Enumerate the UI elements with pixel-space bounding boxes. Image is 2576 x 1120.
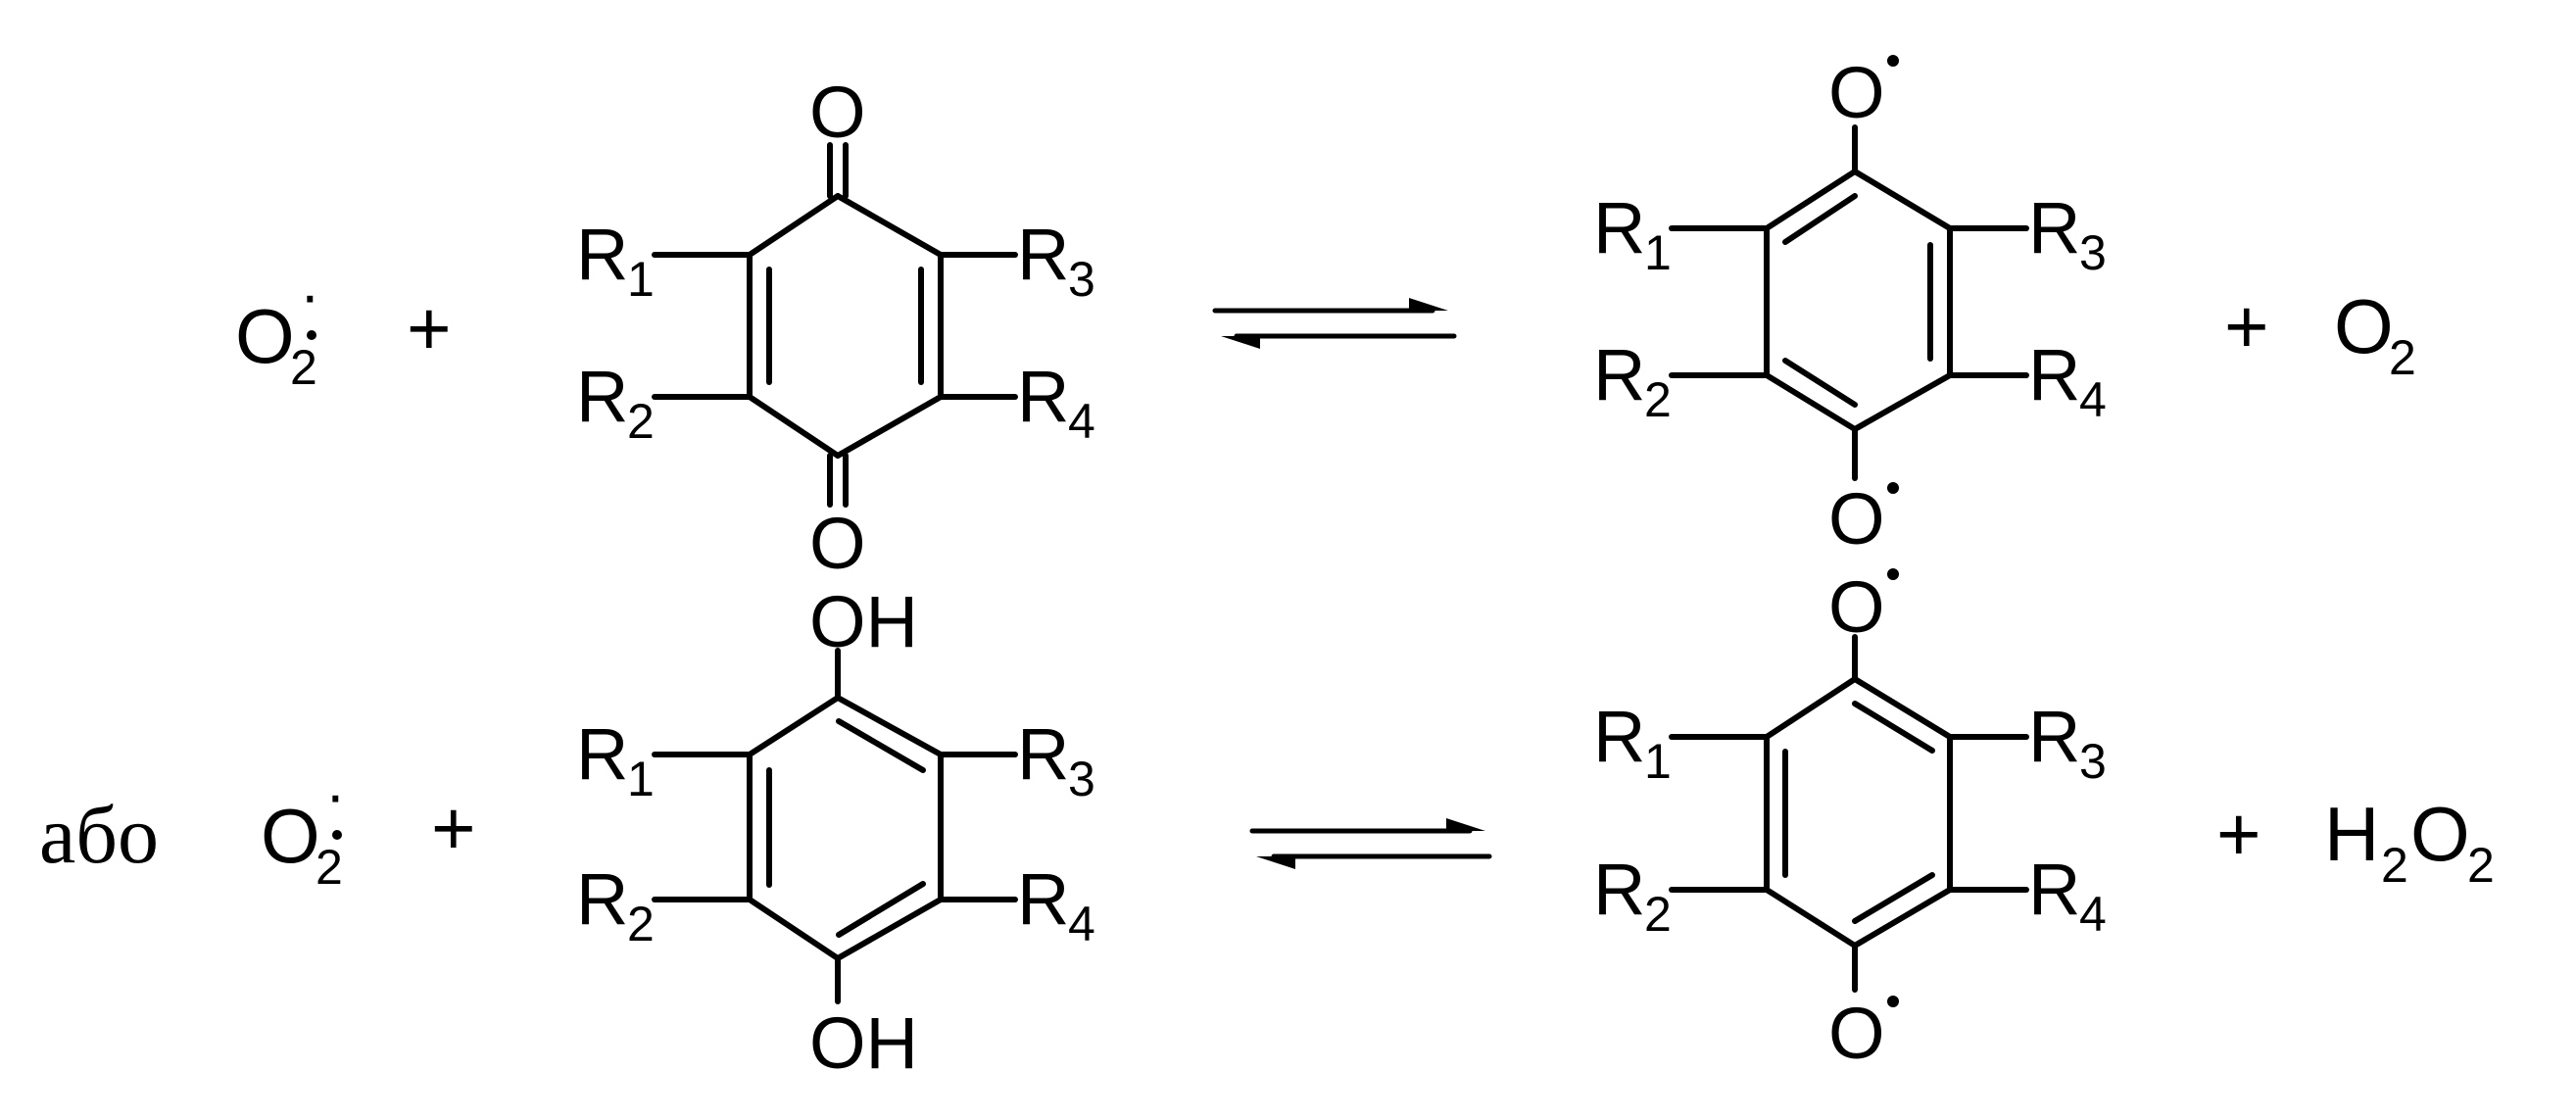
svg-text:OH: OH [809, 581, 918, 662]
semiquinone-product-1: O O R 1 R 2 R 3 R 4 [1593, 52, 2107, 560]
svg-text:R: R [1017, 713, 1069, 795]
svg-text:R: R [1593, 849, 1645, 930]
svg-text:R: R [2028, 696, 2080, 777]
svg-text:R: R [2028, 334, 2080, 415]
svg-text:1: 1 [1644, 225, 1672, 280]
svg-text:3: 3 [2079, 734, 2107, 789]
equilibrium-arrow-2 [1249, 818, 1492, 869]
svg-text:2: 2 [627, 897, 655, 951]
semiquinone-product-2: O O R 1 R 2 R 3 R 4 [1593, 566, 2107, 1074]
hydrogen-peroxide-product: H 2 O 2 [2324, 791, 2495, 893]
superoxide-reactant-2: O 2 · [261, 761, 346, 895]
svg-text:O: O [1828, 52, 1885, 133]
svg-text:R: R [1017, 858, 1069, 940]
svg-text:2: 2 [290, 340, 317, 395]
svg-text:R: R [2028, 849, 2080, 930]
svg-text:2: 2 [627, 394, 655, 449]
svg-text:3: 3 [2079, 225, 2107, 280]
equilibrium-arrow-1 [1212, 298, 1457, 349]
svg-text:R: R [2028, 187, 2080, 268]
plus-sign: + [2216, 791, 2261, 877]
svg-text:R: R [576, 356, 628, 437]
svg-text:O: O [2334, 283, 2394, 369]
svg-text:4: 4 [2079, 372, 2107, 427]
svg-text:O: O [2410, 791, 2470, 877]
svg-text:R: R [576, 713, 628, 795]
reaction-2: або O 2 · + [39, 566, 2495, 1084]
svg-text:1: 1 [627, 752, 655, 806]
svg-text:O: O [1828, 993, 1885, 1074]
svg-text:O: O [261, 793, 320, 879]
svg-text:R: R [576, 858, 628, 940]
svg-text:H: H [2324, 791, 2379, 877]
svg-text:O: O [1828, 478, 1885, 560]
svg-text:2: 2 [2381, 838, 2408, 893]
svg-text:R: R [1593, 696, 1645, 777]
svg-text:R: R [1593, 187, 1645, 268]
svg-text:O: O [235, 293, 295, 379]
svg-text:4: 4 [1068, 394, 1095, 449]
reaction-1: O 2 · + [235, 52, 2416, 584]
svg-text:4: 4 [1068, 897, 1095, 951]
svg-text:2: 2 [1644, 372, 1672, 427]
plus-sign: + [2224, 283, 2269, 369]
svg-text:O: O [1828, 566, 1885, 648]
svg-text:1: 1 [627, 252, 655, 307]
svg-text:4: 4 [2079, 887, 2107, 942]
svg-text:2: 2 [316, 840, 343, 895]
svg-text:OH: OH [809, 1002, 918, 1084]
svg-text:2: 2 [1644, 887, 1672, 942]
svg-text:3: 3 [1068, 252, 1095, 307]
svg-text:O: O [809, 503, 866, 584]
svg-text:O: O [809, 72, 866, 153]
svg-text:2: 2 [2389, 330, 2416, 385]
svg-text:3: 3 [1068, 752, 1095, 806]
superoxide-reactant-1: O 2 · [235, 262, 320, 395]
hydroquinone-molecule: OH OH R 1 R 2 R 3 R 4 [576, 581, 1095, 1084]
oxygen-product: O 2 [2334, 283, 2416, 385]
svg-text:R: R [576, 214, 628, 295]
plus-sign: + [431, 785, 476, 871]
plus-sign: + [407, 285, 452, 371]
svg-text:R: R [1017, 214, 1069, 295]
svg-text:R: R [1017, 356, 1069, 437]
connector-word: або [39, 790, 159, 881]
svg-text:·: · [325, 761, 346, 829]
svg-text:R: R [1593, 334, 1645, 415]
svg-text:·: · [300, 262, 320, 329]
svg-text:1: 1 [1644, 734, 1672, 789]
quinone-molecule: O O R 1 R 2 R 3 R 4 [576, 72, 1095, 584]
svg-text:2: 2 [2467, 838, 2495, 893]
